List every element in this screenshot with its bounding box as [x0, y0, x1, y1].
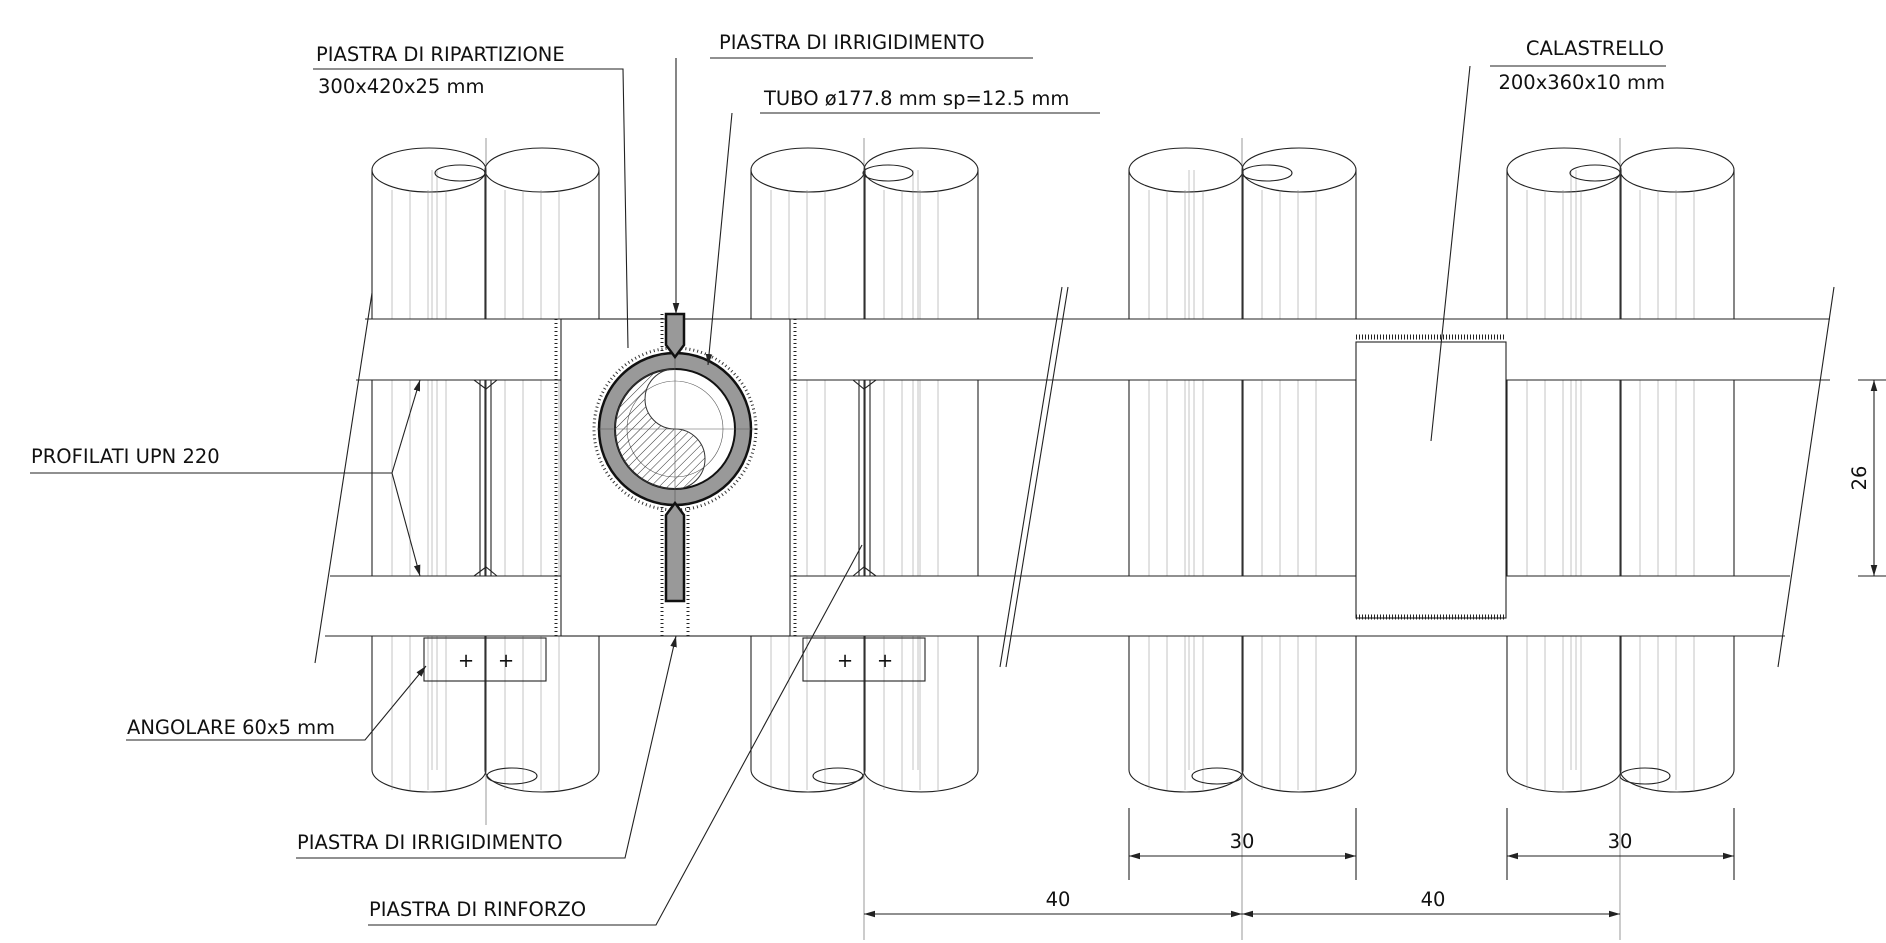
svg-text:+: +: [837, 649, 853, 672]
svg-text:+: +: [458, 649, 474, 672]
dim-vertical: 26: [1848, 466, 1871, 491]
svg-text:+: +: [877, 649, 893, 672]
label-piastra-ripartizione-size: 300x420x25 mm: [318, 75, 485, 98]
dim-spacing-right-1: 30: [1230, 830, 1255, 853]
break-lines: [314, 286, 1835, 668]
angle-bracket-2: + +: [802, 637, 926, 682]
pile-group-1: [371, 138, 600, 825]
label-piastra-irrigidimento-top: PIASTRA DI IRRIGIDIMENTO: [719, 31, 985, 54]
dim-spacing-right-2: 30: [1608, 830, 1633, 853]
label-piastra-irrigidimento-bottom: PIASTRA DI IRRIGIDIMENTO: [297, 831, 563, 854]
label-profilati: PROFILATI UPN 220: [31, 445, 220, 468]
leader-lines: [30, 57, 1666, 926]
stiffener-web-2: [852, 379, 877, 577]
label-calastrello: CALASTRELLO: [1526, 37, 1664, 60]
label-piastra-rinforzo: PIASTRA DI RINFORZO: [369, 898, 586, 921]
label-calastrello-size: 200x360x10 mm: [1498, 71, 1665, 94]
label-angolare: ANGOLARE 60x5 mm: [127, 716, 335, 739]
calastrello-plate: [1355, 334, 1507, 620]
stiffener-web-1: [473, 379, 498, 577]
dim-spacing-bottom-1: 40: [1046, 888, 1071, 911]
tube-section: [592, 346, 758, 512]
stiffener-plate-bottom: [660, 500, 690, 636]
label-piastra-ripartizione: PIASTRA DI RIPARTIZIONE: [316, 43, 565, 66]
dimension-lines: [864, 379, 1886, 918]
dim-spacing-bottom-2: 40: [1421, 888, 1446, 911]
angle-bracket-1: + +: [423, 637, 547, 682]
svg-text:+: +: [498, 649, 514, 672]
label-tubo: TUBO ø177.8 mm sp=12.5 mm: [763, 87, 1069, 110]
pile-group-4: [1506, 138, 1735, 940]
pile-group-3: [1128, 138, 1357, 940]
upn-beam-bottom: [325, 575, 1790, 637]
stiffener-plate-top: [660, 312, 686, 360]
